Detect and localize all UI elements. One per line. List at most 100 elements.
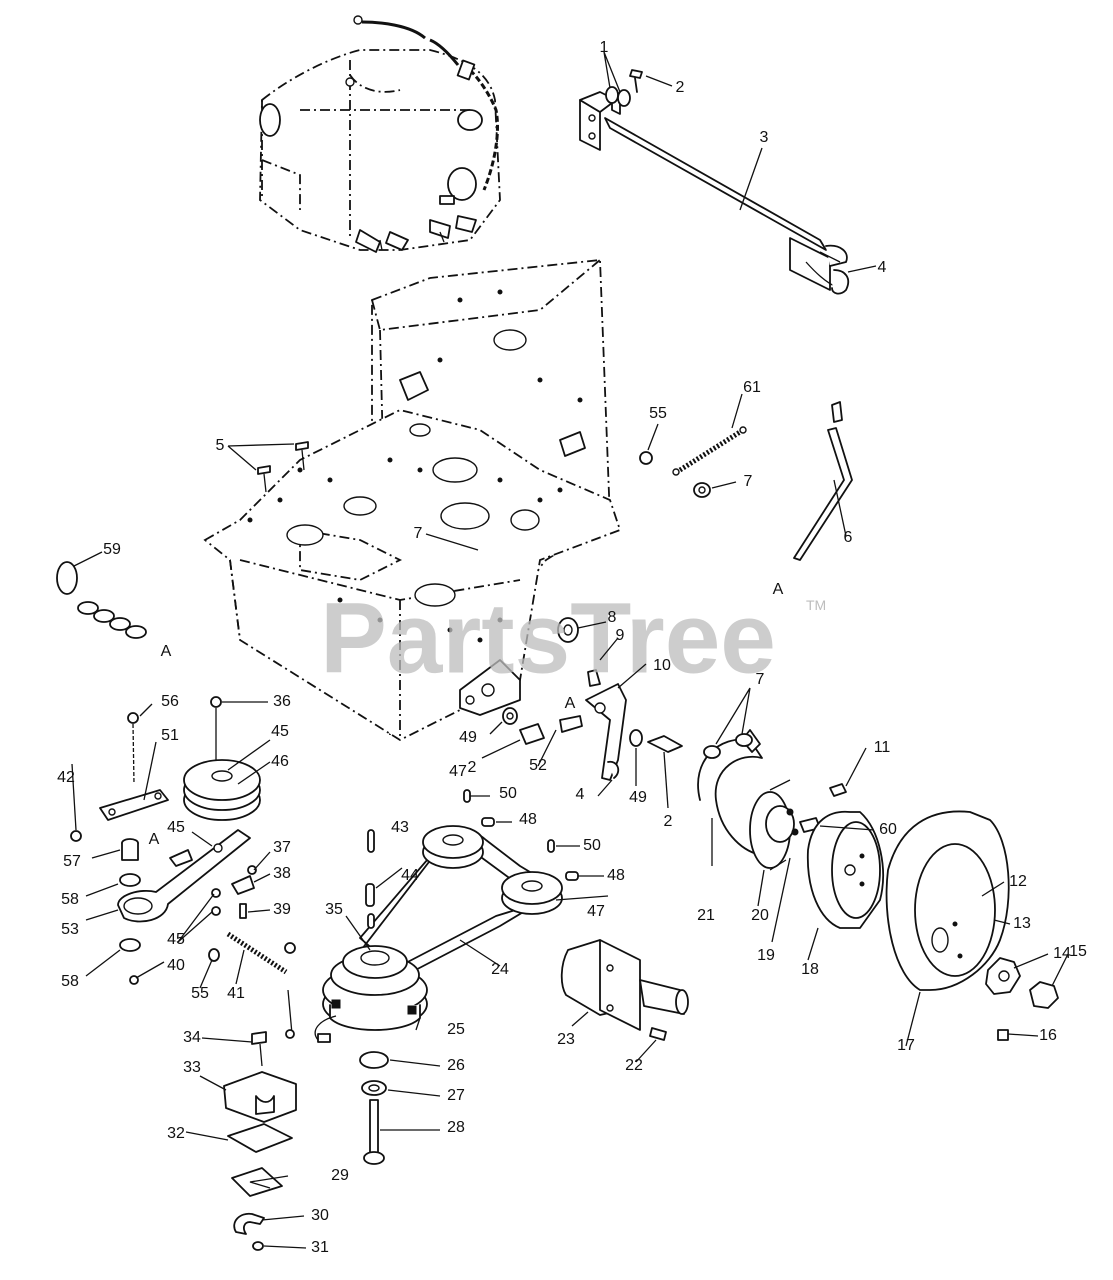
nut-7-upper — [693, 482, 711, 498]
bolt-2-right — [647, 735, 683, 753]
hub-20 — [749, 779, 799, 871]
callout-23: 23 — [557, 1031, 575, 1048]
bracket-51 — [99, 789, 169, 821]
callout-2: 2 — [664, 813, 673, 830]
brake-drum-18 — [806, 810, 884, 929]
nuts-7-lower — [703, 733, 753, 759]
control-rod-6 — [793, 401, 853, 561]
washer-49-right — [629, 729, 643, 747]
bolt-34 — [251, 1031, 267, 1067]
engine — [259, 49, 501, 253]
callout-5: 5 — [216, 437, 225, 454]
callout-29: 29 — [331, 1167, 349, 1184]
callout-45: 45 — [167, 819, 185, 836]
bolt-56 — [127, 712, 139, 785]
callout-19: 19 — [757, 947, 775, 964]
callout-16: 16 — [1039, 1027, 1057, 1044]
bolt-and-nut-1-2 — [605, 69, 643, 107]
watermark-trademark: TM — [806, 597, 826, 613]
callout-13: 13 — [1013, 915, 1031, 932]
nut-55-top — [639, 451, 653, 465]
callout-7: 7 — [414, 525, 423, 542]
callout-49: 49 — [459, 729, 477, 746]
callout-61: 61 — [743, 379, 761, 396]
callout-27: 27 — [447, 1087, 465, 1104]
callout-43: 43 — [391, 819, 409, 836]
axle-bracket — [579, 91, 850, 295]
callout-49: 49 — [629, 789, 647, 806]
callout-22: 22 — [625, 1057, 643, 1074]
callout-59: 59 — [103, 541, 121, 558]
callout-A: A — [565, 695, 576, 712]
callout-36: 36 — [273, 693, 291, 710]
callout-48: 48 — [607, 867, 625, 884]
fitting-9 — [587, 669, 601, 687]
callout-42: 42 — [57, 769, 75, 786]
callout-58: 58 — [61, 891, 79, 908]
links-37-38 — [169, 849, 257, 895]
callout-labels: 1 2 3 4 4 4 5 6 7 7 7 8 9 10 11 12 13 14… — [57, 39, 1087, 1256]
plate-32 — [227, 1123, 293, 1153]
callout-4: 4 — [878, 259, 887, 276]
callout-20: 20 — [751, 907, 769, 924]
callout-56: 56 — [161, 693, 179, 710]
callout-17: 17 — [897, 1037, 915, 1054]
callout-8: 8 — [608, 609, 617, 626]
washer-49-left — [502, 707, 518, 725]
callout-18: 18 — [801, 961, 819, 978]
idler-arm-53 — [117, 829, 251, 923]
callout-47: 47 — [449, 763, 467, 780]
callout-46: 46 — [271, 753, 289, 770]
spring-41 — [226, 931, 288, 975]
bolt-36 — [210, 696, 222, 770]
idler-pulleys-47 — [422, 825, 563, 915]
callout-55: 55 — [649, 405, 667, 422]
callout-7: 7 — [744, 473, 753, 490]
callout-32: 32 — [167, 1125, 185, 1142]
spring-61 — [672, 426, 747, 476]
callout-24: 24 — [491, 961, 509, 978]
callout-4: 4 — [576, 786, 585, 803]
callout-11: 11 — [874, 739, 891, 756]
callout-12: 12 — [1009, 873, 1027, 890]
callout-10: 10 — [653, 657, 671, 674]
callout-1: 1 — [600, 39, 609, 56]
washers-58 — [119, 873, 141, 952]
callout-50: 50 — [583, 837, 601, 854]
callout-41: 41 — [227, 985, 245, 1002]
callout-34: 34 — [183, 1029, 201, 1046]
callout-A: A — [161, 643, 172, 660]
spacer-57 — [121, 838, 139, 861]
callout-2: 2 — [468, 759, 477, 776]
hub-cap-14-15-16 — [985, 957, 1059, 1041]
chain-59 — [56, 561, 147, 639]
washers-26-27-bolt-28 — [359, 1051, 389, 1165]
callout-21: 21 — [697, 907, 715, 924]
callout-25: 25 — [447, 1021, 465, 1038]
callout-3: 3 — [760, 129, 769, 146]
callout-37: 37 — [273, 839, 291, 856]
electric-clutch-25 — [314, 999, 421, 1043]
callout-45: 45 — [167, 931, 185, 948]
wheel-tire-17 — [885, 810, 1010, 991]
plate-29 — [231, 1167, 283, 1197]
callout-A: A — [149, 831, 160, 848]
callout-6: 6 — [844, 529, 853, 546]
callout-39: 39 — [273, 901, 291, 918]
callout-50: 50 — [499, 785, 517, 802]
small-parts-39-40-45-55 — [129, 888, 247, 985]
pulley-46 — [183, 759, 261, 821]
callout-48: 48 — [519, 811, 537, 828]
callout-60: 60 — [879, 821, 897, 838]
callout-30: 30 — [311, 1207, 329, 1224]
leader-lines — [71, 51, 1069, 1249]
clip-30-31 — [233, 1212, 265, 1251]
frame-bolts-5 — [257, 441, 309, 493]
callout-A: A — [773, 581, 784, 598]
callout-26: 26 — [447, 1057, 465, 1074]
callout-9: 9 — [616, 627, 625, 644]
frame — [203, 259, 622, 742]
pins-43-44-48-50 — [365, 789, 579, 929]
callout-7: 7 — [756, 671, 765, 688]
